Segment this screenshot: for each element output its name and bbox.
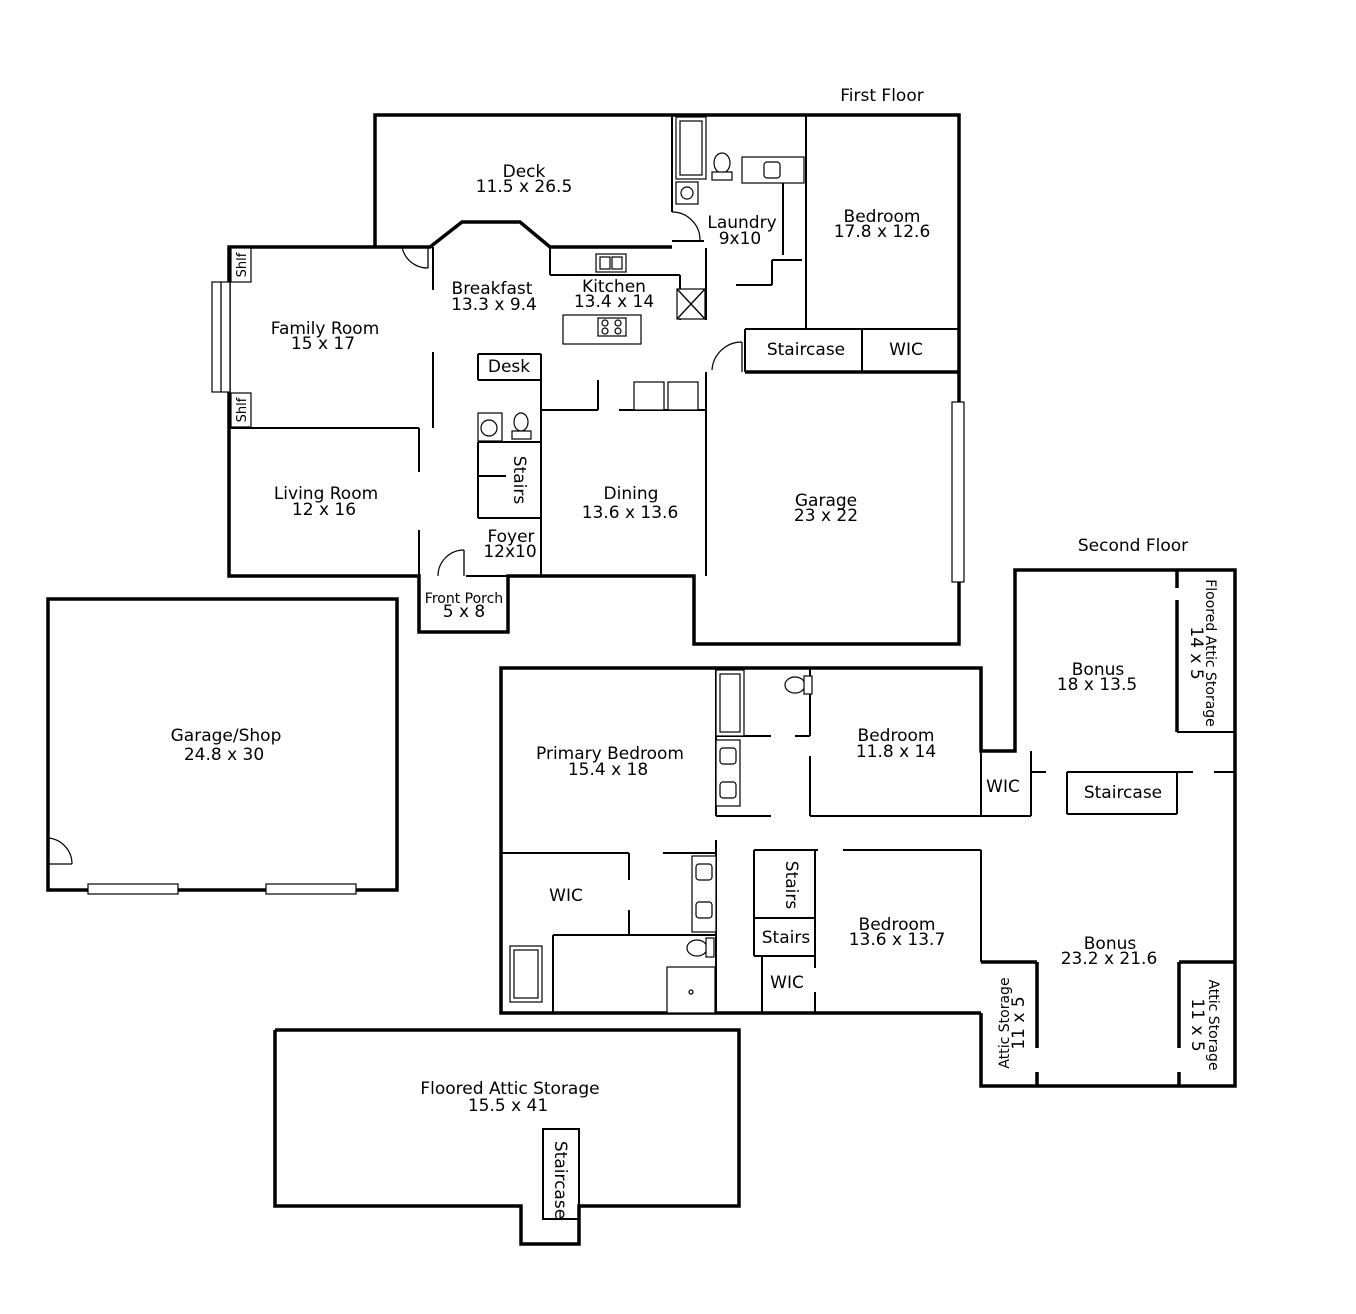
bedroom-name: Bedroom	[844, 207, 921, 227]
stairs-horizontal-label: Stairs	[762, 928, 811, 948]
primary-bedroom-name: Primary Bedroom	[536, 744, 684, 764]
staircase-label: Staircase	[767, 340, 845, 360]
second-floor-title: Second Floor	[1078, 536, 1188, 556]
stairs-label: Stairs	[509, 456, 529, 505]
toilet-fixture	[713, 152, 731, 174]
wic-label: WIC	[889, 340, 923, 360]
first-floor	[211, 113, 965, 646]
first-floor-outer-wall	[227, 113, 961, 646]
garage-shop-name: Garage/Shop	[171, 726, 282, 746]
attic-left-name: Attic Storage	[997, 977, 1013, 1068]
floored-attic-right-size: 14 x 5	[1186, 626, 1206, 679]
stairs-vertical-label: Stairs	[781, 861, 801, 910]
attic-name: Floored Attic Storage	[420, 1079, 599, 1099]
living-room-size: 12 x 16	[292, 500, 356, 520]
wic-bedroom-b-label: WIC	[770, 973, 804, 993]
dining-name: Dining	[604, 484, 659, 504]
attic-outer-wall	[273, 1028, 741, 1246]
bedroom-a-size: 11.8 x 14	[856, 742, 936, 762]
front-porch-name: Front Porch	[425, 591, 503, 607]
garage-shop-building	[46, 597, 399, 895]
front-porch-size: 5 x 8	[443, 602, 486, 622]
first-floor-title: First Floor	[840, 86, 923, 106]
laundry-size: 9x10	[719, 229, 762, 249]
kitchen-name: Kitchen	[582, 277, 646, 297]
garage-window	[951, 401, 965, 583]
shelf-bottom-label: Shlf	[235, 397, 250, 422]
bonus-bottom-size: 23.2 x 21.6	[1061, 949, 1158, 969]
living-room-name: Living Room	[274, 484, 378, 504]
attic-right-name: Attic Storage	[1205, 979, 1221, 1070]
foyer-size: 12x10	[483, 542, 536, 562]
bedroom-size: 17.8 x 12.6	[834, 222, 931, 242]
deck-name: Deck	[503, 162, 546, 182]
attic-right-size: 11 x 5	[1187, 998, 1207, 1051]
second-floor-staircase-label: Staircase	[1084, 783, 1162, 803]
family-room-name: Family Room	[271, 319, 380, 339]
bedroom-b-name: Bedroom	[859, 915, 936, 935]
laundry-name: Laundry	[707, 213, 776, 233]
cooktop-icon	[597, 317, 627, 337]
deck-size: 11.5 x 26.5	[476, 177, 573, 197]
attic-left-size: 11 x 5	[1009, 996, 1029, 1049]
bonus-bottom-name: Bonus	[1084, 934, 1137, 954]
wic-primary-label: WIC	[549, 886, 583, 906]
attic-level	[273, 1028, 741, 1246]
floored-attic-right-name: Floored Attic Storage	[1202, 579, 1218, 727]
bedroom-b-size: 13.6 x 13.7	[849, 930, 946, 950]
shelf-top-label: Shlf	[235, 252, 250, 277]
bonus-top-name: Bonus	[1072, 660, 1125, 680]
garage-shop-size: 24.8 x 30	[184, 745, 264, 765]
wic-bedroom-a-label: WIC	[986, 777, 1020, 797]
attic-staircase-label: Staircase	[550, 1141, 570, 1219]
primary-bedroom-size: 15.4 x 18	[568, 760, 648, 780]
breakfast-name: Breakfast	[452, 279, 533, 299]
dining-size: 13.6 x 13.6	[582, 503, 679, 523]
garage-size: 23 x 22	[794, 506, 858, 526]
shop-door-left	[87, 883, 179, 895]
foyer-name: Foyer	[487, 527, 534, 547]
second-floor	[499, 568, 1237, 1088]
kitchen-size: 13.4 x 14	[574, 292, 654, 312]
second-floor-outer-wall	[499, 568, 1237, 1088]
shop-door-right	[265, 883, 357, 895]
garage-name: Garage	[795, 491, 857, 511]
bonus-top-size: 18 x 13.5	[1057, 675, 1137, 695]
family-room-size: 15 x 17	[291, 334, 355, 354]
breakfast-size: 13.3 x 9.4	[451, 295, 537, 315]
bedroom-a-name: Bedroom	[858, 726, 935, 746]
desk-label: Desk	[488, 357, 530, 377]
attic-size: 15.5 x 41	[468, 1096, 548, 1116]
